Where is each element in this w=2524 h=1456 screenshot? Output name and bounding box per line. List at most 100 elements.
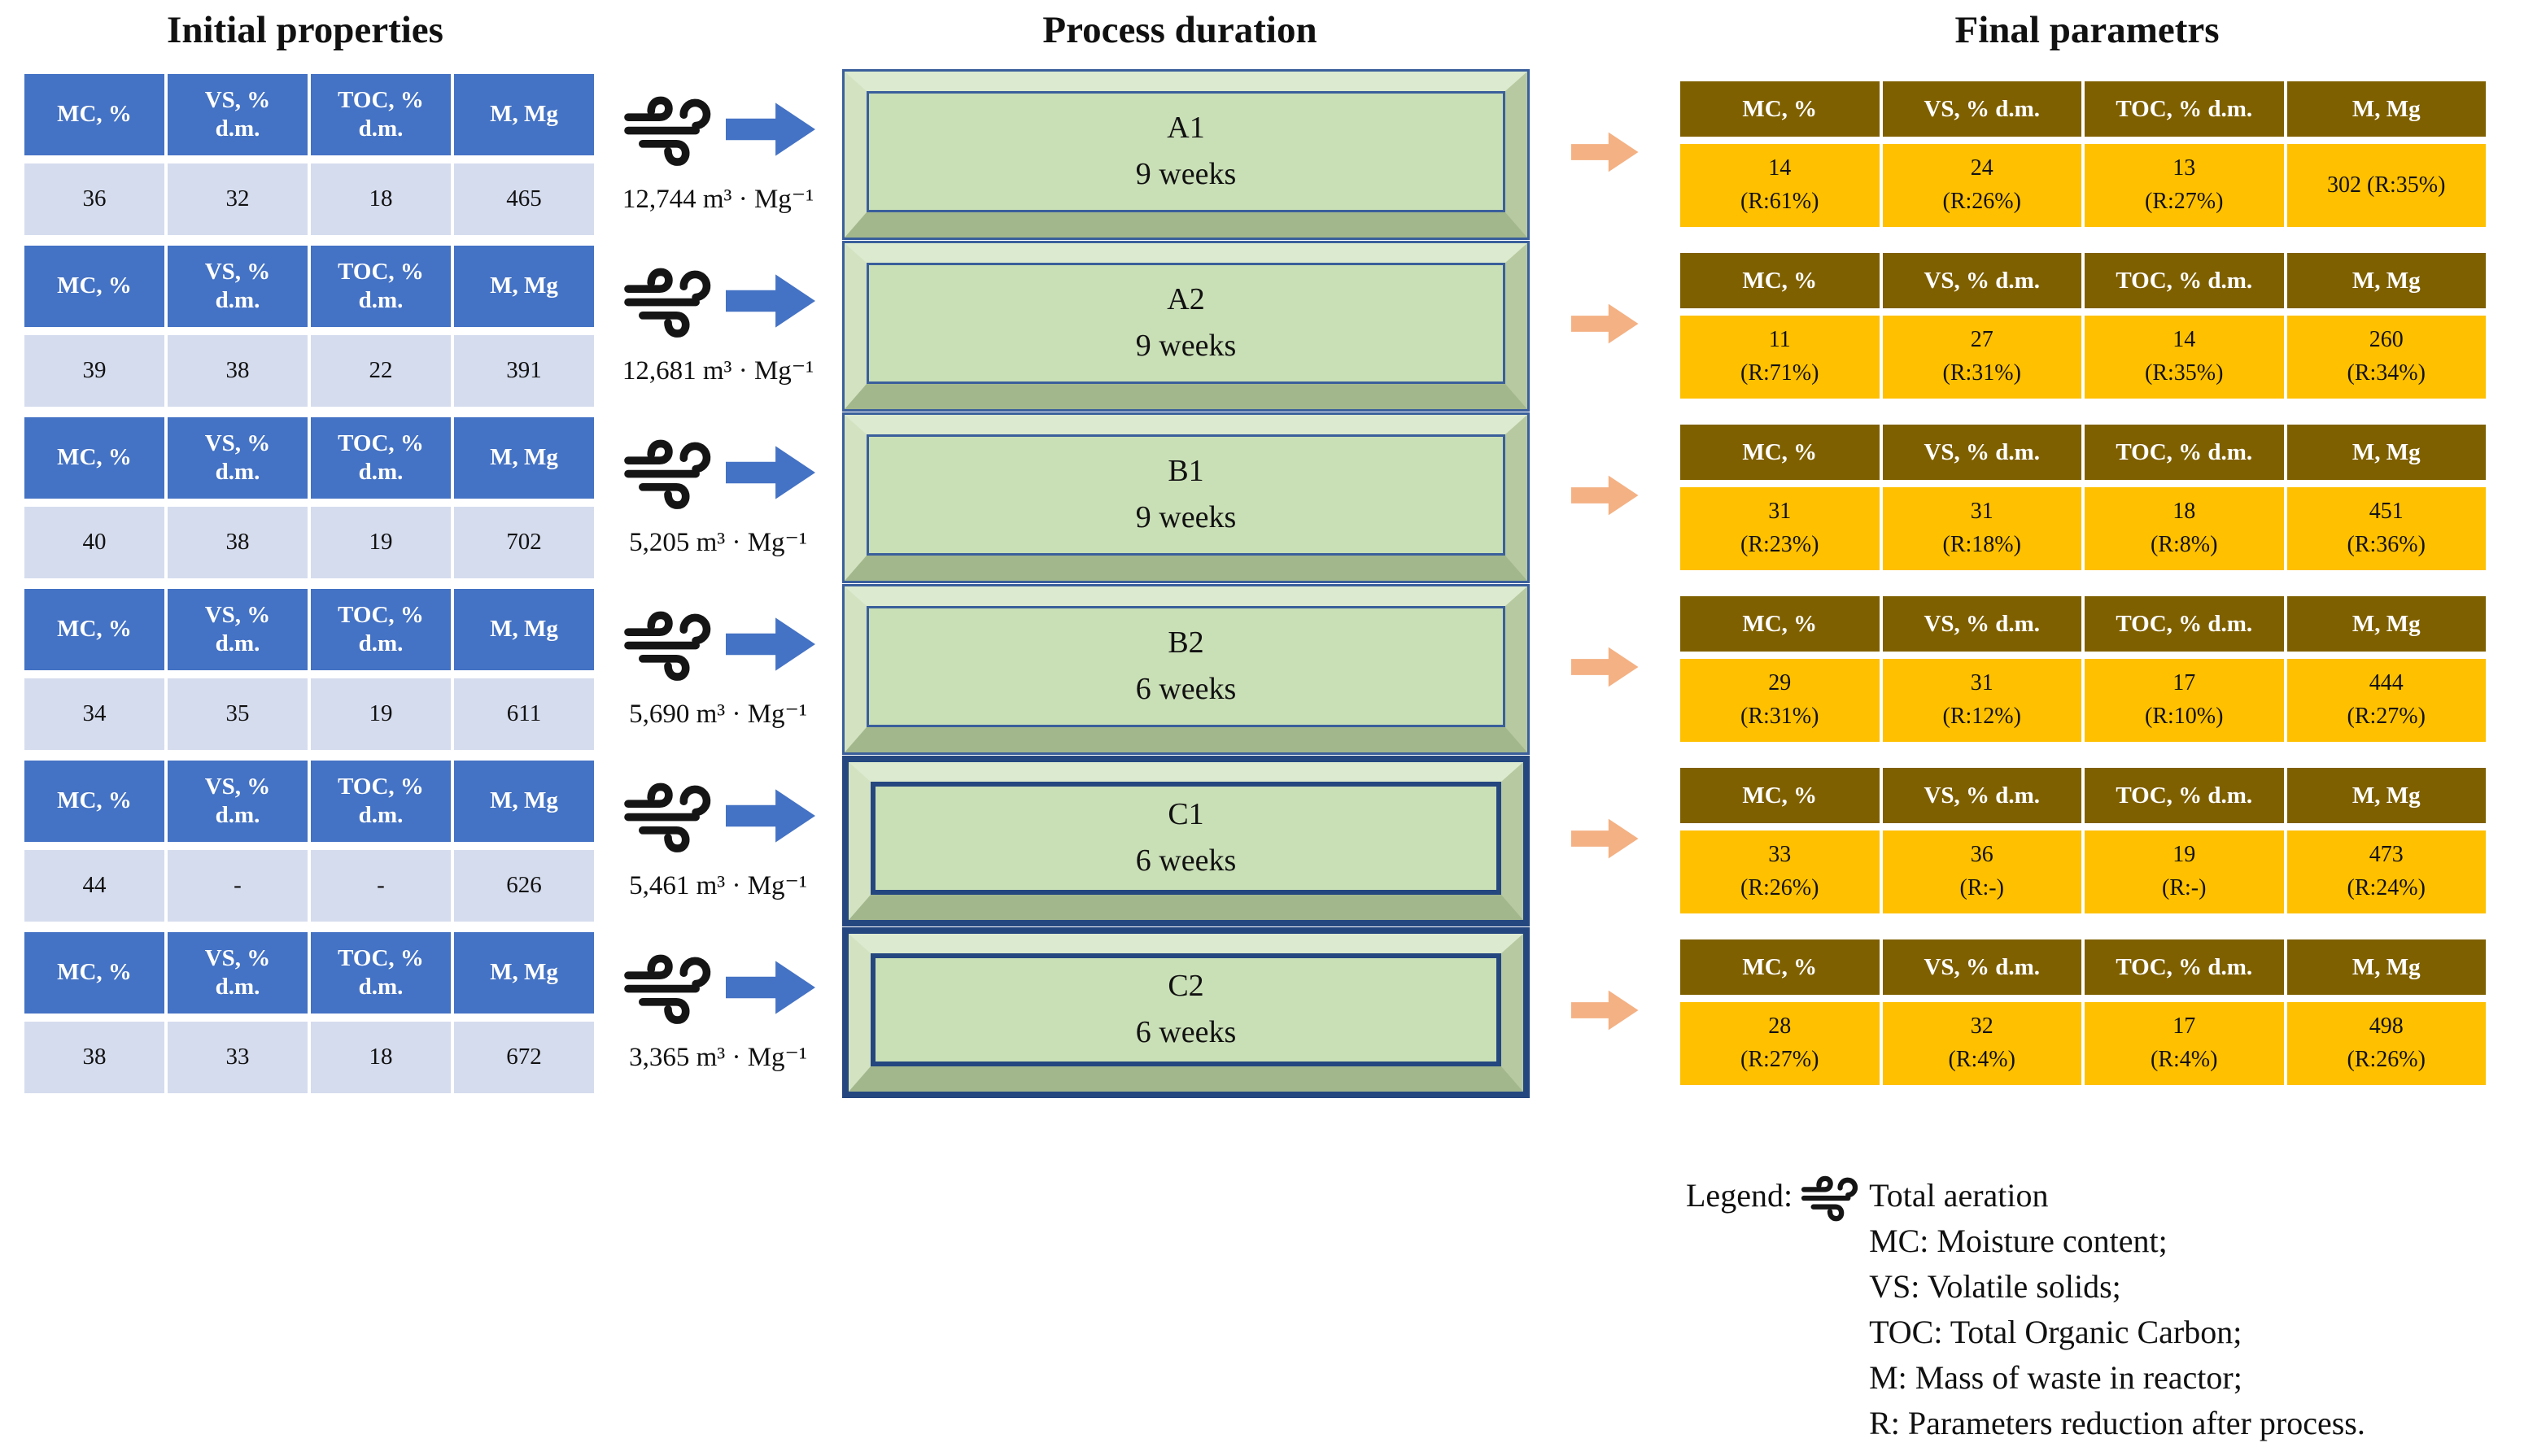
initial-header-toc: TOC, % d.m.	[311, 760, 451, 842]
legend-line-vs: VS: Volatile solids;	[1869, 1268, 2121, 1305]
input-arrow-icon	[725, 958, 817, 1021]
final-value-mc: 33 (R:26%)	[1680, 830, 1880, 913]
reactor-label: A1	[1167, 111, 1205, 145]
final-header-m: M, Mg	[2286, 939, 2486, 995]
initial-header-vs: VS, % d.m.	[168, 73, 308, 155]
wind-icon	[620, 953, 716, 1027]
initial-table-header-row: MC, % VS, % d.m. TOC, % d.m. M, Mg	[24, 588, 594, 670]
initial-properties-table: MC, % VS, % d.m. TOC, % d.m. M, Mg 40 38…	[24, 416, 594, 578]
initial-properties-table: MC, % VS, % d.m. TOC, % d.m. M, Mg 34 35…	[24, 588, 594, 750]
initial-value-toc: 19	[311, 506, 451, 578]
process-row: MC, % VS, % d.m. TOC, % d.m. M, Mg 44 - …	[24, 755, 2524, 926]
wind-icon	[620, 609, 716, 684]
aeration-group: 12,681 m³ · Mg⁻¹	[594, 266, 842, 386]
final-header-mc: MC, %	[1680, 939, 1880, 995]
output-arrow-icon	[1570, 815, 1640, 866]
final-table-value-row: 11 (R:71%) 27 (R:31%) 14 (R:35%) 260 (R:…	[1680, 316, 2486, 399]
final-header-vs: VS, % d.m.	[1882, 939, 2081, 995]
final-table-value-row: 28 (R:27%) 32 (R:4%) 17 (R:4%) 498 (R:26…	[1680, 1002, 2486, 1085]
input-arrow-icon	[725, 272, 817, 334]
initial-value-vs: 33	[168, 1021, 308, 1093]
aeration-group: 5,461 m³ · Mg⁻¹	[594, 781, 842, 901]
initial-header-m: M, Mg	[454, 931, 594, 1014]
initial-table-header-row: MC, % VS, % d.m. TOC, % d.m. M, Mg	[24, 931, 594, 1014]
process-rows: MC, % VS, % d.m. TOC, % d.m. M, Mg 36 32…	[0, 68, 2524, 1098]
reactor-box: A2 9 weeks	[842, 240, 1530, 412]
initial-table-value-row: 38 33 18 672	[24, 1021, 594, 1093]
final-header-mc: MC, %	[1680, 768, 1880, 823]
legend-label: Legend:	[1686, 1177, 1793, 1214]
initial-table-value-row: 40 38 19 702	[24, 506, 594, 578]
legend-line-r: R: Parameters reduction after process.	[1869, 1405, 2365, 1441]
initial-value-m: 702	[454, 506, 594, 578]
initial-table-header-row: MC, % VS, % d.m. TOC, % d.m. M, Mg	[24, 760, 594, 842]
initial-value-vs: 38	[168, 506, 308, 578]
reactor-box: C2 6 weeks	[842, 926, 1530, 1098]
initial-value-toc: -	[311, 849, 451, 922]
initial-value-vs: 38	[168, 334, 308, 407]
final-value-m: 451 (R:36%)	[2286, 487, 2486, 570]
final-value-vs: 32 (R:4%)	[1882, 1002, 2081, 1085]
final-value-mc: 31 (R:23%)	[1680, 487, 1880, 570]
final-table-header-row: MC, % VS, % d.m. TOC, % d.m. M, Mg	[1680, 425, 2486, 480]
final-parameters-table: MC, % VS, % d.m. TOC, % d.m. M, Mg 28 (R…	[1680, 939, 2486, 1085]
initial-properties-table: MC, % VS, % d.m. TOC, % d.m. M, Mg 36 32…	[24, 73, 594, 235]
final-header-toc: TOC, % d.m.	[2085, 81, 2284, 137]
final-header-m: M, Mg	[2286, 768, 2486, 823]
final-header-m: M, Mg	[2286, 425, 2486, 480]
reactor-duration: 6 weeks	[1135, 1015, 1237, 1049]
wind-icon	[1799, 1175, 1861, 1231]
final-header-vs: VS, % d.m.	[1882, 81, 2081, 137]
final-header-mc: MC, %	[1680, 425, 1880, 480]
final-value-mc: 11 (R:71%)	[1680, 316, 1880, 399]
process-duration-title: Process duration	[1042, 9, 1317, 51]
final-parameters-table: MC, % VS, % d.m. TOC, % d.m. M, Mg 11 (R…	[1680, 253, 2486, 399]
initial-value-vs: -	[168, 849, 308, 922]
final-table-value-row: 29 (R:31%) 31 (R:12%) 17 (R:10%) 444 (R:…	[1680, 659, 2486, 742]
initial-header-mc: MC, %	[24, 760, 164, 842]
final-value-vs: 27 (R:31%)	[1882, 316, 2081, 399]
reactor-label: B1	[1168, 454, 1204, 488]
final-parameters-table: MC, % VS, % d.m. TOC, % d.m. M, Mg 29 (R…	[1680, 596, 2486, 742]
final-parameters-table: MC, % VS, % d.m. TOC, % d.m. M, Mg 33 (R…	[1680, 768, 2486, 913]
initial-header-m: M, Mg	[454, 760, 594, 842]
final-table-value-row: 31 (R:23%) 31 (R:18%) 18 (R:8%) 451 (R:3…	[1680, 487, 2486, 570]
initial-header-toc: TOC, % d.m.	[311, 588, 451, 670]
initial-value-m: 465	[454, 163, 594, 235]
initial-value-mc: 40	[24, 506, 164, 578]
initial-value-mc: 44	[24, 849, 164, 922]
reactor-duration: 6 weeks	[1135, 844, 1237, 878]
reactor-box: B2 6 weeks	[842, 583, 1530, 755]
legend-line-toc: TOC: Total Organic Carbon;	[1869, 1314, 2242, 1350]
column-titles: Initial properties Process duration Fina…	[0, 0, 2524, 68]
reactor-label: C2	[1168, 969, 1204, 1003]
initial-header-m: M, Mg	[454, 416, 594, 499]
aeration-group: 5,205 m³ · Mg⁻¹	[594, 438, 842, 558]
aeration-value: 5,690 m³ · Mg⁻¹	[629, 699, 807, 729]
reactor-box-bevel: A2 9 weeks	[845, 242, 1527, 409]
wind-icon	[620, 438, 716, 512]
initial-properties-table: MC, % VS, % d.m. TOC, % d.m. M, Mg 38 33…	[24, 931, 594, 1093]
final-table-value-row: 33 (R:26%) 36 (R:-) 19 (R:-) 473 (R:24%)	[1680, 830, 2486, 913]
final-header-vs: VS, % d.m.	[1882, 768, 2081, 823]
initial-value-toc: 22	[311, 334, 451, 407]
final-value-toc: 19 (R:-)	[2085, 830, 2284, 913]
initial-value-toc: 19	[311, 678, 451, 750]
reactor-label: A2	[1167, 282, 1205, 316]
initial-value-m: 626	[454, 849, 594, 922]
initial-header-toc: TOC, % d.m.	[311, 245, 451, 327]
final-parameters-table: MC, % VS, % d.m. TOC, % d.m. M, Mg 31 (R…	[1680, 425, 2486, 570]
final-value-m: 498 (R:26%)	[2286, 1002, 2486, 1085]
input-arrow-icon	[725, 443, 817, 506]
initial-header-vs: VS, % d.m.	[168, 588, 308, 670]
initial-header-mc: MC, %	[24, 416, 164, 499]
output-arrow-icon	[1570, 472, 1640, 523]
reactor-duration: 9 weeks	[1135, 157, 1237, 191]
initial-header-mc: MC, %	[24, 245, 164, 327]
initial-value-m: 672	[454, 1021, 594, 1093]
initial-table-value-row: 44 - - 626	[24, 849, 594, 922]
final-header-mc: MC, %	[1680, 253, 1880, 308]
process-row: MC, % VS, % d.m. TOC, % d.m. M, Mg 39 38…	[24, 240, 2524, 412]
reactor-label: B2	[1168, 626, 1204, 660]
final-table-header-row: MC, % VS, % d.m. TOC, % d.m. M, Mg	[1680, 596, 2486, 652]
